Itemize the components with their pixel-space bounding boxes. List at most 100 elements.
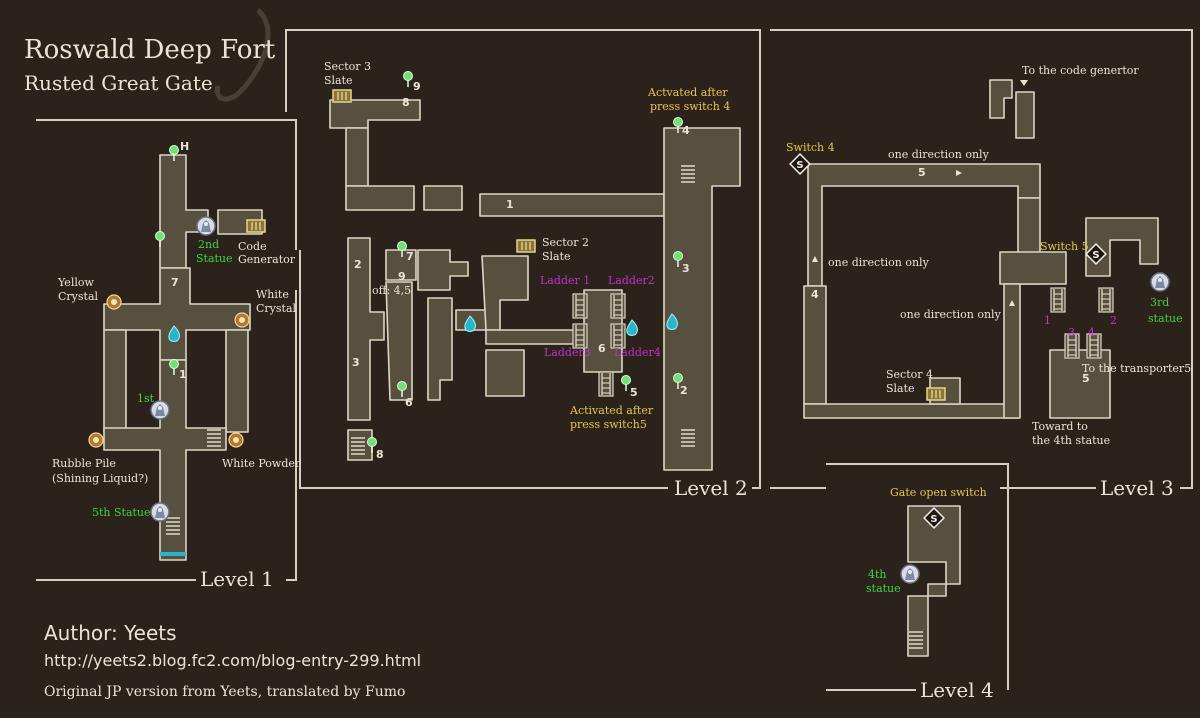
l2-marker-4: 4: [682, 124, 690, 137]
l3-sector4-label-1: Sector 4: [886, 368, 933, 381]
l2-room-7: [385, 249, 417, 281]
l1-rubble-label-1: Rubble Pile: [52, 457, 116, 470]
l1-yellow-crystal-icon: [106, 294, 122, 310]
l1-marker-1: 1: [179, 368, 187, 381]
l1-white-powder-label: White Powder: [222, 457, 301, 470]
l2-marker-8: 8: [402, 96, 410, 109]
l2-pin-9-icon: [402, 70, 414, 88]
l1-yellow-crystal-label-1: Yellow: [57, 276, 94, 289]
l2-room-mid: [417, 249, 469, 291]
l1-east-hall: [225, 329, 249, 433]
l3-ladder1-icon: [1050, 287, 1066, 313]
l1-code-generator-icon: [246, 219, 266, 233]
l2-off-label: off: 4,5: [372, 284, 411, 297]
l3-ladder-label-2: 2: [1110, 314, 1117, 327]
l4-fourth-statue-label-1: 4th: [868, 568, 887, 581]
l1-white-crystal-label-2: Crystal: [256, 302, 297, 315]
l2-sector2-room: [481, 255, 529, 331]
l2-activated5-label-2: press switch5: [570, 418, 647, 431]
l3-marker-5b: 5: [1082, 372, 1090, 385]
l2-north-shaft: [345, 127, 369, 187]
l3-sector4-slate-icon: [926, 387, 946, 401]
l1-marker-7: 7: [171, 276, 179, 289]
l3-third-statue-label-2: statue: [1148, 312, 1183, 325]
l3-sector4-label-2: Slate: [886, 382, 915, 395]
level2-map: 9 8 1 4 2 7 9 3 6 3 5 2 6 8 Sector 3 Sla…: [324, 60, 748, 500]
l2-marker-2: 2: [354, 258, 362, 271]
l4-fourth-statue-icon: [900, 564, 920, 584]
l1-second-statue-label-1: 2nd: [198, 238, 219, 251]
l3-one-dir-left-label: one direction only: [828, 256, 930, 269]
level2-frame: [285, 29, 761, 489]
l1-second-statue-label-2: Statue: [196, 252, 233, 265]
l3-ladder-label-1: 1: [1044, 314, 1051, 327]
level3-frame: [770, 29, 1193, 489]
level3-title: Level 3: [1100, 476, 1174, 500]
level4-title: Level 4: [920, 678, 994, 702]
l3-third-statue-icon: [1150, 272, 1170, 292]
l2-activated4-label-2: press switch 4: [650, 100, 730, 113]
l2-south-room: [485, 349, 525, 397]
l3-west-wall: [803, 285, 827, 405]
l2-marker-1: 1: [506, 198, 514, 211]
l1-fifth-statue-icon: [150, 502, 170, 522]
l1-south-cross: [103, 359, 227, 561]
l2-ladder1-label: Ladder 1: [540, 274, 590, 287]
level2-title: Level 2: [674, 476, 748, 500]
l2-marker-7: 7: [406, 250, 414, 263]
l2-north-hall: [345, 185, 415, 211]
l2-marker-9: 9: [413, 80, 421, 93]
source-url[interactable]: http://yeets2.blog.fc2.com/blog-entry-29…: [44, 651, 421, 670]
l3-ladder2-icon: [1098, 287, 1114, 313]
l2-ladder2-icon: [610, 293, 626, 319]
l3-switch5-label: Switch 5: [1040, 240, 1089, 253]
l2-east-shaft: [663, 127, 741, 471]
l2-activated5-label-1: Activated after: [569, 404, 654, 417]
title-flourish: [214, 8, 271, 102]
l2-marker-6: 6: [598, 342, 606, 355]
l2-ladder3-icon: [572, 323, 588, 349]
level1-frame: [36, 119, 297, 581]
l3-arrow-up-left-icon: [812, 256, 818, 262]
l1-white-powder-icon: [228, 432, 244, 448]
l3-marker-5: 5: [918, 166, 926, 179]
l2-sector3-slate-icon: [332, 89, 352, 103]
l1-rubble-pile-icon: [88, 432, 104, 448]
level1-map: H 7 1 2nd Statue Code Generator Yellow C…: [52, 140, 301, 591]
l2-north-room: [423, 185, 463, 211]
l3-ladder-label-4: 4: [1088, 326, 1095, 339]
l3-one-dir-top-label: one direction only: [888, 148, 990, 161]
l3-arrow-right-icon: [956, 170, 962, 176]
l2-ladder3-label: Ladder3: [544, 346, 591, 359]
l1-first-statue-label: 1st: [137, 392, 155, 405]
l2-sector3-label-2: Slate: [324, 74, 353, 87]
translation-credit: Original JP version from Yeets, translat…: [44, 684, 405, 700]
l4-gate-switch-label: Gate open switch: [890, 486, 987, 499]
l3-switch4-label: Switch 4: [786, 141, 835, 154]
l2-sector3-room: [329, 99, 421, 129]
l1-west-hall: [103, 329, 127, 433]
l1-fifth-statue-label: 5th Statue: [92, 506, 151, 519]
l2-ladder5-icon: [598, 371, 614, 397]
l2-blue-flame-hub-icon: [626, 319, 638, 336]
l3-transporter-label: To the transporter5: [1082, 362, 1191, 375]
l1-code-gen-label-1: Code: [238, 240, 267, 253]
l1-rubble-label-2: (Shining Liquid?): [52, 472, 148, 485]
l1-code-gen-label-2: Generator: [238, 253, 296, 266]
l2-marker-8b: 8: [376, 448, 384, 461]
l3-south-hall: [803, 403, 1019, 419]
l2-ladder2-label: Ladder2: [608, 274, 655, 287]
map-subtitle: Rusted Great Gate: [24, 71, 213, 95]
l3-east-wall: [1003, 283, 1021, 419]
level3-map: 5 4 5 To the code genertor Switch 4 one …: [786, 64, 1191, 500]
l3-code-gen-label: To the code genertor: [1022, 64, 1139, 77]
level1-title: Level 1: [200, 567, 274, 591]
l2-ladder4-label: Ladder4: [614, 346, 661, 359]
l3-toward-label-2: the 4th statue: [1032, 434, 1110, 447]
l2-sector3-label-1: Sector 3: [324, 60, 371, 73]
l3-marker-4: 4: [811, 288, 819, 301]
l2-marker-2b: 2: [680, 384, 688, 397]
l4-corridor: [907, 505, 961, 657]
l2-ladder1-icon: [572, 293, 588, 319]
